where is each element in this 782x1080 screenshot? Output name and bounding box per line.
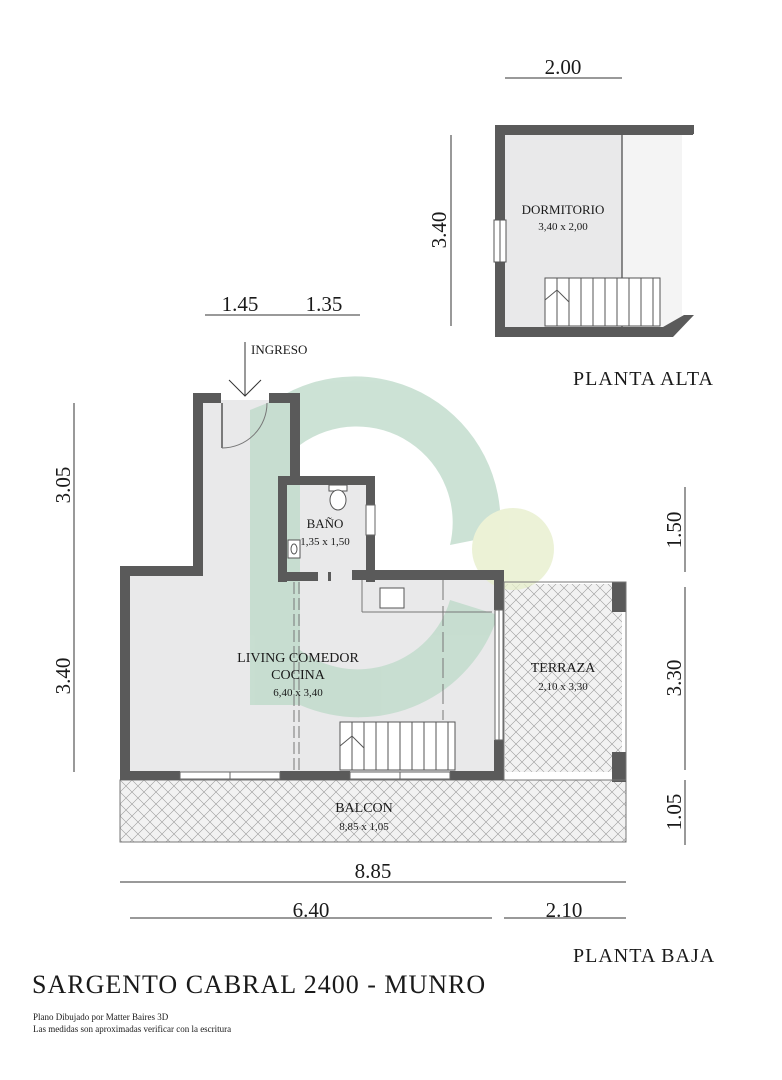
entry-label: INGRESO	[251, 342, 307, 357]
upper-floor-title: PLANTA ALTA	[573, 368, 714, 390]
address-title: SARGENTO CABRAL 2400 - MUNRO	[32, 970, 487, 999]
lower-dim-top-right: 1.35	[306, 292, 343, 316]
watermark-logo	[250, 376, 554, 718]
kitchen-sink-icon	[379, 587, 405, 609]
living-name-line1: LIVING COMEDOR	[237, 651, 359, 666]
lower-dim-right: 1.50 3.30 1.05	[662, 487, 686, 845]
lower-stairs	[339, 721, 456, 771]
upper-dim-left: 3.40	[427, 135, 452, 326]
lower-floor-plan: 1.45 1.35 INGRESO 3.05 3.40 1.50 3.30 1.…	[51, 292, 686, 922]
upper-dim-top-label: 2.00	[545, 55, 582, 79]
lower-dim-bottom: 8.85 6.40 2.10	[120, 859, 626, 922]
lower-dim-top: 1.45 1.35	[205, 292, 360, 316]
lower-dim-bottom-total: 8.85	[355, 859, 392, 883]
partitions	[293, 580, 492, 772]
dormitorio-size: 3,40 x 2,00	[538, 221, 588, 233]
lower-windows	[179, 504, 504, 780]
lower-dim-top-left: 1.45	[222, 292, 259, 316]
lower-dim-right-lower: 1.05	[662, 794, 686, 831]
balcon-floor	[119, 779, 627, 843]
dormitorio-name: DORMITORIO	[522, 202, 605, 217]
lower-dim-right-middle: 3.30	[662, 660, 686, 697]
entry-arrow-icon	[228, 379, 262, 397]
lower-dim-bottom-right: 2.10	[546, 898, 583, 922]
bano-name: BAÑO	[307, 516, 344, 531]
lower-dim-left-lower: 3.40	[51, 658, 75, 695]
living-size: 6,40 x 3,40	[273, 687, 323, 699]
upper-dim-top: 2.00	[505, 55, 622, 79]
lower-dim-left-upper: 3.05	[51, 467, 75, 504]
entry-door	[221, 402, 268, 449]
terraza-name: TERRAZA	[531, 661, 596, 676]
terraza-floor	[505, 584, 622, 772]
balcon-name: BALCON	[335, 801, 393, 816]
upper-dim-left-label: 3.40	[427, 212, 451, 249]
upper-stairs	[544, 277, 661, 327]
entry-marker: INGRESO	[228, 342, 307, 397]
disclaimer-note: Las medidas son aproximadas verificar co…	[33, 1024, 232, 1034]
living-name-line2: COCINA	[271, 668, 326, 683]
bano-size: 1,35 x 1,50	[300, 536, 350, 548]
lower-dim-left: 3.05 3.40	[51, 403, 75, 772]
credit-note: Plano Dibujado por Matter Baires 3D	[33, 1012, 169, 1022]
lower-dim-bottom-left: 6.40	[293, 898, 330, 922]
upper-floor-plan: 2.00 3.40	[427, 55, 694, 337]
bathroom-fixtures	[287, 484, 348, 559]
lower-floor-title: PLANTA BAJA	[573, 945, 716, 967]
terraza-size: 2,10 x 3,30	[538, 681, 588, 693]
lower-dim-right-upper: 1.50	[662, 512, 686, 549]
lower-walls	[120, 393, 626, 782]
balcon-size: 8,85 x 1,05	[339, 821, 389, 833]
